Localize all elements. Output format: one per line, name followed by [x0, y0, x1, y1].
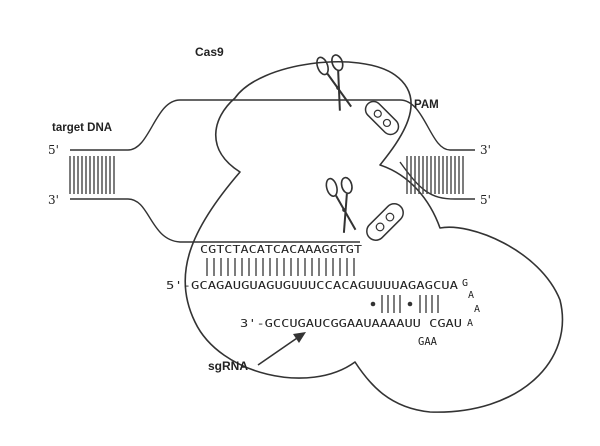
scaffold-sequence: 3'-GCCUGAUCGGAAUAAAAUU CGAU [240, 318, 462, 330]
pam-domain-icon [366, 203, 404, 241]
target-guide-base-pairs [206, 258, 355, 276]
strand-end-top-right: 3' [480, 143, 491, 157]
cas9-outline [184, 60, 564, 413]
right-base-pairs [406, 156, 464, 194]
dna-bottom-strand [70, 198, 360, 243]
guide-sequence: 5'-GCAGAUGUAGUGUUUCCACAGUUUUAGAGCUA [166, 280, 459, 292]
pam-domain-icon [364, 100, 400, 136]
left-base-pairs [69, 156, 115, 194]
loop-base-a2: A [474, 304, 480, 315]
sgrna-arrow [257, 332, 306, 366]
strand-end-bottom-left: 3' [48, 193, 59, 207]
scissors-icon [325, 176, 357, 233]
loop-base-g: G [462, 278, 468, 289]
target-sequence: CGTCTACATCACAAAGGTGT [200, 244, 363, 256]
scissors-icon [316, 54, 352, 111]
dna-top-strand [70, 99, 475, 151]
strand-end-bottom-right: 5' [480, 193, 491, 207]
loop-base-a1: A [468, 290, 474, 301]
cas9-label: Cas9 [195, 45, 224, 59]
pam-label: PAM [414, 99, 439, 111]
strand-end-top-left: 5' [48, 143, 59, 157]
sgrna-label: sgRNA [208, 359, 248, 373]
gaa-sequence: GAA [418, 336, 438, 348]
loop-base-a3: A [467, 318, 473, 329]
stem-loop-pairs [370, 295, 439, 313]
target-dna-label: target DNA [52, 122, 112, 134]
